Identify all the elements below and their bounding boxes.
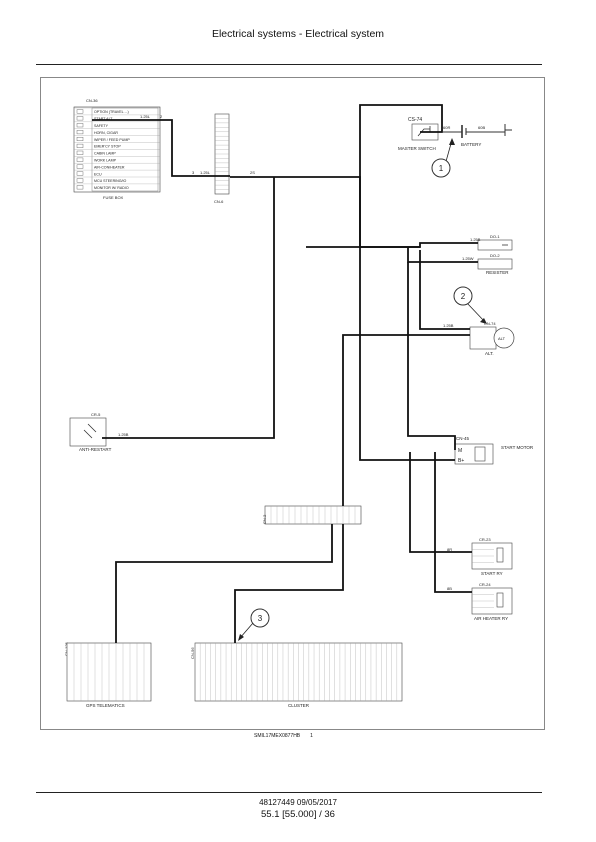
resistor-connector-2: DO-2 [490, 253, 500, 258]
anti-restart-name: ANTI-RESTART [79, 447, 112, 452]
fuse-row-label: OPTION (TRAVEL ...) [94, 110, 129, 114]
connector-cn6: CN-6 [214, 113, 230, 204]
start-motor: CN-45 M B+ START MOTOR [454, 436, 534, 465]
fuse-row-label: HORN, CIGAR [94, 131, 118, 135]
fuse-box-connector-label: CN-36 [86, 98, 98, 103]
fuse-row-label: WORK LAMP [94, 159, 117, 163]
svg-text:1.25L: 1.25L [140, 114, 151, 119]
master-switch-connector: CS-74 [408, 117, 422, 123]
start-motor-pin-m: M [458, 448, 462, 454]
air-heater-ry-connector: CR-24 [479, 582, 491, 587]
svg-text:3: 3 [258, 614, 263, 623]
gps-name: GPS TELEMATICS [86, 703, 125, 708]
alternator: CN-74 ALT ALT. [469, 321, 515, 356]
page-header-title: Electrical systems - Electrical system [211, 28, 385, 40]
start-ry-name: START RY [481, 571, 503, 576]
fuse-row-label: CABIN LAMP [94, 152, 116, 156]
fuse-box-name: FUSE BOX [103, 195, 124, 200]
svg-text:ALT: ALT [498, 336, 506, 341]
footer-page: 55.1 [55.000] / 36 [261, 809, 335, 820]
gps-connector: CN-125 [64, 641, 69, 656]
anti-restart-connector: CR-5 [91, 412, 101, 417]
resistor: DO-1 DO-2 RESISTER [477, 234, 513, 275]
footer-doc-ref: 48127449 09/05/2017 [259, 798, 337, 807]
svg-text:1.25W: 1.25W [462, 256, 474, 261]
start-motor-pin-b: B+ [458, 458, 464, 464]
start-motor-connector: CN-45 [456, 436, 470, 441]
start-ry-connector: CR-23 [479, 537, 491, 542]
header-rule [36, 64, 542, 65]
cn6-label: CN-6 [214, 199, 224, 204]
svg-text:1.25B: 1.25B [118, 432, 129, 437]
cluster-name: CLUSTER [288, 703, 310, 708]
svg-text:1.25B: 1.25B [470, 237, 481, 242]
cn6-pins [215, 113, 229, 190]
svg-text:1.25L: 1.25L [200, 170, 211, 175]
anti-restart: CR-5 ANTI-RESTART [69, 412, 112, 452]
svg-text:2: 2 [461, 292, 466, 301]
svg-text:2S: 2S [250, 170, 255, 175]
cluster-connector: CN-56 [190, 647, 195, 659]
start-relay: CR-23 START RY [471, 537, 513, 576]
fuse-row-label: MONITOR W/ RADIO [94, 186, 129, 190]
air-heater-relay: CR-24 AIR HEATER RY [471, 582, 513, 621]
connector-cn2: CN-2 [262, 505, 362, 525]
alternator-connector: CN-74 [484, 321, 496, 326]
cn2-pins [264, 506, 356, 524]
fuse-row-label: SAFETY [94, 124, 109, 128]
svg-text:8R: 8R [447, 547, 452, 552]
callout-1: 1 [431, 138, 455, 178]
svg-text:60B: 60B [478, 125, 485, 130]
svg-text:2: 2 [160, 114, 163, 119]
cluster: CN-56 CLUSTER [190, 642, 403, 708]
wires [92, 104, 505, 643]
callout-2: 2 [453, 286, 487, 324]
footer-rule [36, 792, 542, 793]
battery-name: BATTERY [461, 142, 481, 147]
diagram-frame [40, 77, 545, 730]
resistor-name: RESISTER [486, 270, 509, 275]
cn2-label: CN-2 [262, 514, 267, 524]
svg-text:8B: 8B [447, 586, 452, 591]
figure-code-text: SMIL17MEX0877HB [254, 733, 301, 739]
svg-text:1: 1 [439, 164, 444, 173]
wire-labels: 1.25L 2 3 1.25L 2S 60R 60B 1.25B 1.25W 1… [118, 114, 485, 591]
svg-text:1.25B: 1.25B [443, 323, 454, 328]
fuse-row-label: EMER'CY STOP [94, 145, 121, 149]
air-heater-ry-name: AIR HEATER RY [474, 616, 508, 621]
svg-text:3: 3 [192, 170, 195, 175]
alternator-name: ALT. [485, 351, 494, 356]
fuse-row-label: AIR-CON/HEATER [94, 165, 125, 169]
master-switch-name: MASTER SWITCH [398, 146, 436, 151]
battery: BATTERY [461, 124, 512, 147]
figure-number: 1 [310, 733, 313, 739]
fuse-box: CN-36 OPTION (TRAVEL ...)START ALTSAFETY… [73, 98, 161, 200]
callout-3: 3 [238, 608, 270, 641]
fuse-row-label: MCU STEERING/IO [94, 179, 127, 183]
fuse-rows: OPTION (TRAVEL ...)START ALTSAFETYHORN, … [74, 107, 160, 190]
start-motor-name: START MOTOR [501, 445, 534, 450]
fuse-row-label: ECU [94, 172, 102, 176]
master-switch: CS-74 MASTER SWITCH [398, 117, 439, 151]
figure-code: SMIL17MEX0877HB 1 [254, 733, 323, 739]
svg-text:60R: 60R [443, 125, 450, 130]
fuse-row-label: WIPER / FEED PUMP [94, 138, 130, 142]
resistor-connector-1: DO-1 [490, 234, 500, 239]
gps-telematics: CN-125 GPS TELEMATICS [64, 641, 152, 708]
